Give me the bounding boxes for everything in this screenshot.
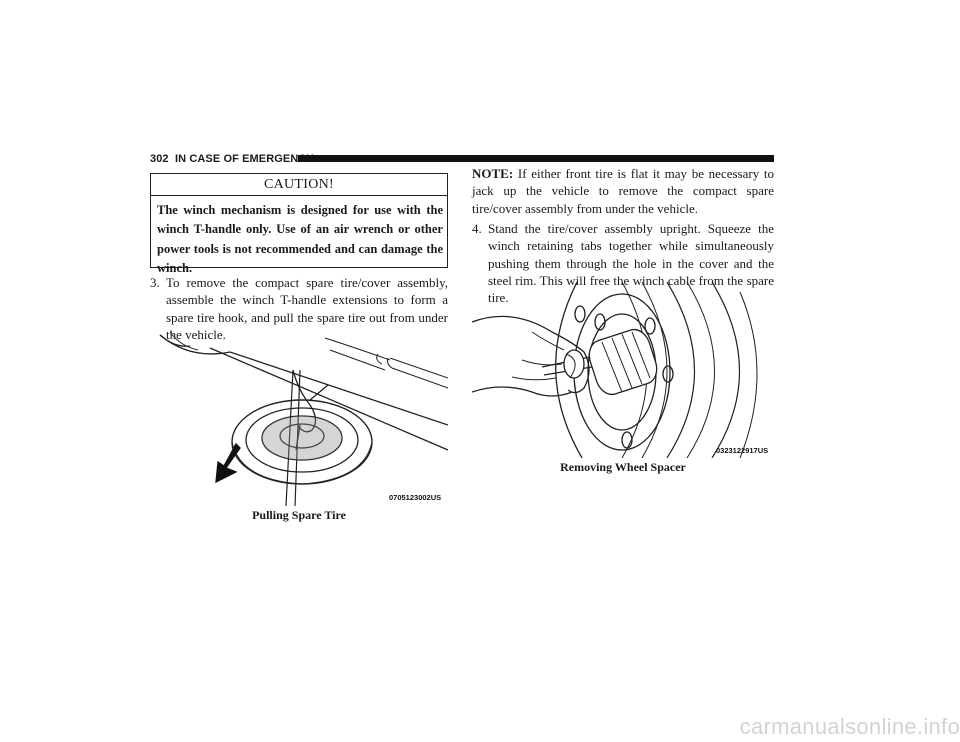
section-title: IN CASE OF EMERGENCY xyxy=(174,153,314,165)
watermark: carmanualsonline.info xyxy=(739,714,960,739)
note-label: NOTE: xyxy=(472,166,514,181)
figure-code: 0705123002US xyxy=(389,493,442,502)
header-rule xyxy=(298,155,774,162)
removing-wheel-spacer-illustration xyxy=(472,282,758,458)
page-header-text: 302 IN CASE OF EMERGENCY xyxy=(150,152,314,166)
caution-box: CAUTION! The winch mechanism is designed… xyxy=(150,173,448,275)
pulling-spare-tire-illustration xyxy=(159,331,448,506)
step-4-number: 4. xyxy=(472,221,482,236)
figure-removing-wheel-spacer: 0323122917US xyxy=(472,282,774,458)
step-3-number: 3. xyxy=(150,275,160,290)
note-text: If either front tire is flat it may be n… xyxy=(472,166,775,216)
figure-caption: Pulling Spare Tire xyxy=(252,508,346,522)
note-paragraph: NOTE: If either front tire is flat it ma… xyxy=(472,165,774,217)
step-3-text: To remove the compact spare tire/cover a… xyxy=(166,275,448,342)
step-4: 4. Stand the tire/cover assembly upright… xyxy=(472,220,774,306)
figure-caption: Removing Wheel Spacer xyxy=(560,460,686,474)
caution-body: The winch mechanism is designed for use … xyxy=(157,203,443,275)
caution-title: CAUTION! xyxy=(151,174,447,196)
page-header: 302 IN CASE OF EMERGENCY xyxy=(150,152,774,166)
figure-pulling-spare-tire: 0705123002US xyxy=(150,330,448,506)
step-3: 3. To remove the compact spare tire/cove… xyxy=(150,274,448,343)
step-4-text: Stand the tire/cover assembly upright. S… xyxy=(488,221,774,306)
page-number: 302 xyxy=(150,153,169,165)
figure-code: 0323122917US xyxy=(716,446,769,455)
